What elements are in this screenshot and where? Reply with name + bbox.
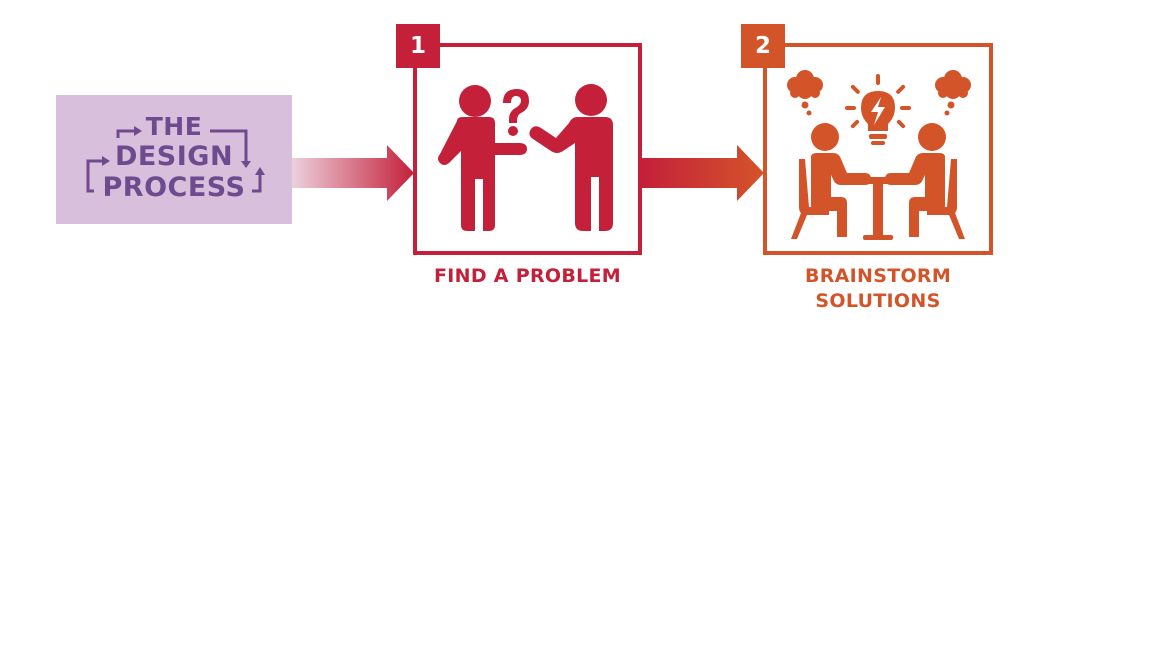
step-2-label: BRAINSTORM SOLUTIONS bbox=[763, 264, 993, 314]
design-process-title-block: THE DESIGN PROCESS bbox=[56, 95, 292, 224]
cycle-bracket-decoration bbox=[86, 126, 265, 193]
step-2-number-badge: 2 bbox=[741, 24, 785, 68]
step-1-number-badge: 1 bbox=[396, 24, 440, 68]
step-1-label: FIND A PROBLEM bbox=[433, 265, 622, 287]
step-2-box bbox=[763, 43, 993, 255]
title-line-process: PROCESS bbox=[102, 172, 246, 203]
step-2-label-line-1: BRAINSTORM bbox=[804, 265, 952, 287]
two-people-question-icon bbox=[438, 84, 613, 231]
brainstorm-meeting-icon bbox=[787, 70, 971, 240]
title-line-the: THE bbox=[145, 112, 203, 141]
step-1-box bbox=[413, 43, 642, 255]
step-2-label-line-2: SOLUTIONS bbox=[815, 290, 941, 312]
arrow-to-step-1 bbox=[292, 145, 414, 201]
arrow-to-step-2 bbox=[642, 145, 764, 201]
title-line-design: DESIGN bbox=[114, 141, 234, 172]
